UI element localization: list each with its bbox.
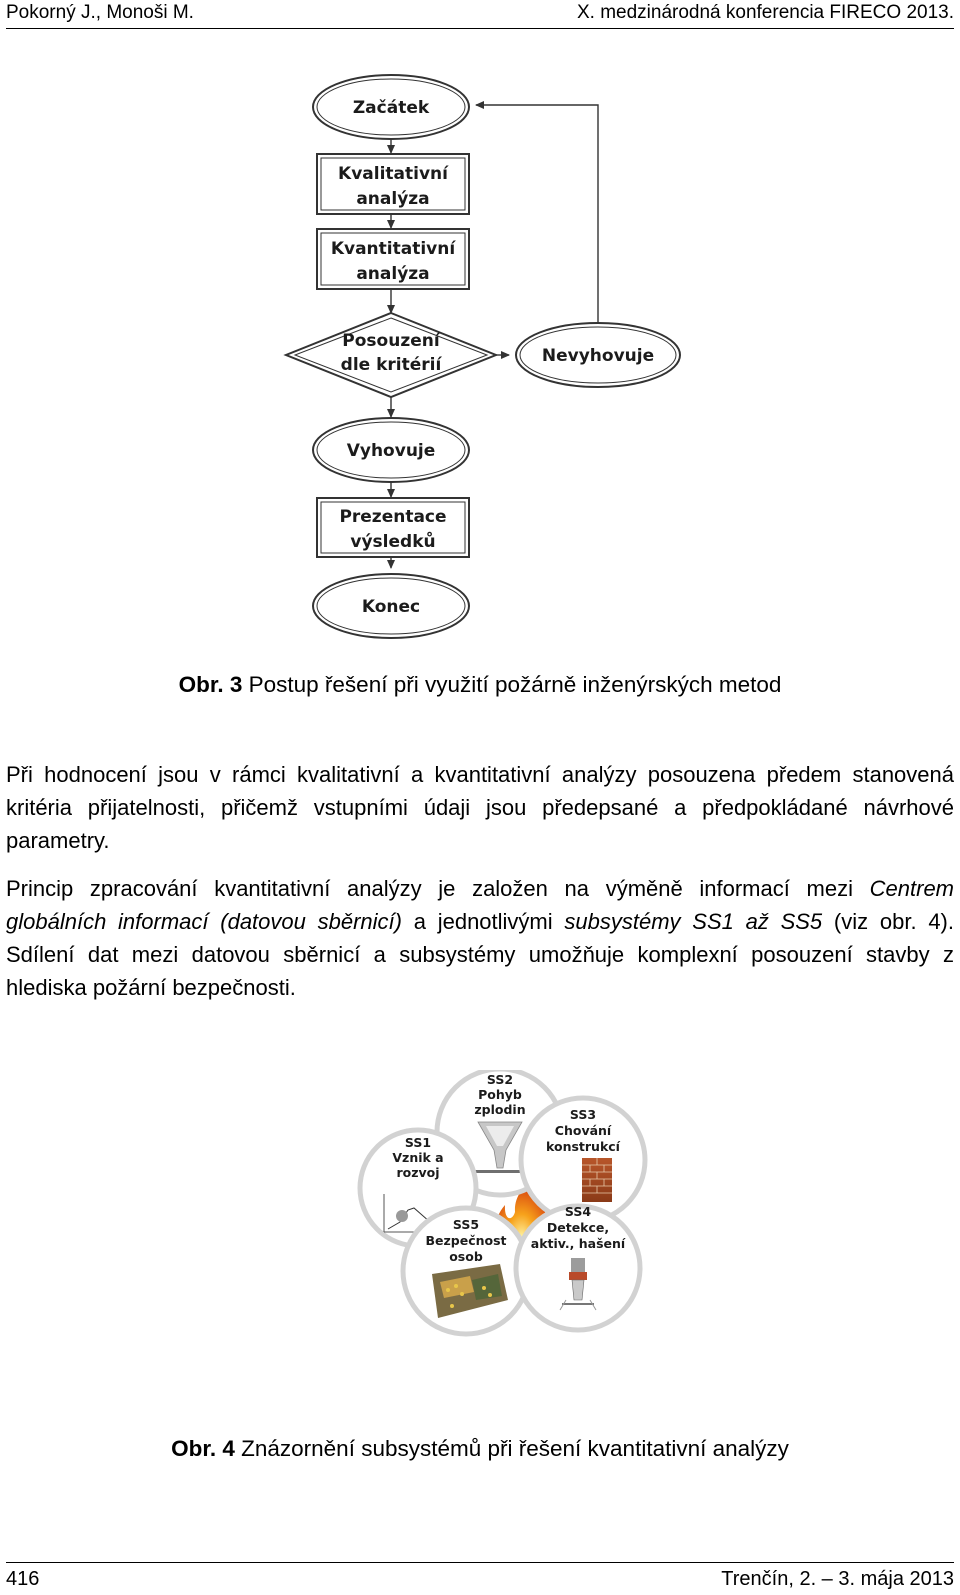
flowchart-present-results: Prezentace výsledků (316, 497, 470, 558)
svg-text:SS5: SS5 (453, 1217, 479, 1232)
page-number: 416 (6, 1568, 40, 1590)
svg-text:Nevyhovuje: Nevyhovuje (542, 346, 654, 366)
figure4-caption: Obr. 4 Znázornění subsystémů při řešení … (0, 1436, 960, 1462)
svg-text:Chování: Chování (555, 1123, 612, 1138)
smoke-icon (474, 1121, 526, 1173)
svg-text:Kvantitativní: Kvantitativní (331, 239, 457, 259)
svg-text:SS2: SS2 (487, 1072, 513, 1087)
flowchart: Začátek Kvalitativní analýza Kvantitativ… (283, 74, 681, 639)
subsystem-ss4: SS4 Detekce, aktiv., hašení (513, 1203, 643, 1333)
flowchart-pass: Vyhovuje (312, 417, 470, 483)
header-authors: Pokorný J., Monoši M. (6, 2, 194, 23)
figure4-label: Obr. 4 (171, 1436, 235, 1461)
subsystem-ss3: SS3 Chování konstrukcí (518, 1095, 648, 1225)
flowchart-decision: Posouzení dle kritérií (283, 311, 499, 399)
svg-text:Pohyb: Pohyb (478, 1087, 522, 1102)
svg-text:Detekce,: Detekce, (547, 1220, 609, 1235)
flowchart-end: Konec (312, 573, 470, 639)
footer-place-date: Trenčín, 2. – 3. mája 2013 (721, 1568, 954, 1590)
figure3-label: Obr. 3 (178, 672, 243, 697)
flowchart-connectors (387, 101, 599, 569)
svg-text:Vznik a: Vznik a (392, 1150, 443, 1165)
flowchart-qualitative-analysis: Kvalitativní analýza (316, 153, 470, 215)
evacuation-model-icon (432, 1264, 508, 1318)
svg-text:Kvalitativní: Kvalitativní (338, 164, 449, 184)
svg-text:SS1: SS1 (405, 1135, 431, 1150)
svg-text:Prezentace: Prezentace (339, 507, 446, 527)
header-conference: X. medzinárodná konferencia FIRECO 2013. (576, 2, 954, 23)
paragraph-1: Při hodnocení jsou v rámci kvalitativní … (6, 762, 954, 853)
svg-text:analýza: analýza (356, 264, 429, 284)
svg-text:SS3: SS3 (570, 1107, 596, 1122)
subsystem-ss5: SS5 Bezpečnost osob (400, 1205, 532, 1337)
svg-text:Vyhovuje: Vyhovuje (347, 441, 436, 461)
svg-text:Bezpečnost: Bezpečnost (425, 1233, 506, 1248)
svg-text:dle kritérií: dle kritérií (341, 355, 443, 375)
sprinkler-icon (559, 1258, 597, 1311)
svg-text:SS4: SS4 (565, 1204, 591, 1219)
svg-text:výsledků: výsledků (350, 530, 435, 552)
svg-text:rozvoj: rozvoj (396, 1165, 439, 1180)
svg-text:analýza: analýza (356, 189, 429, 209)
svg-text:zplodin: zplodin (474, 1102, 525, 1117)
start-label: Začátek (353, 98, 430, 118)
flowchart-quantitative-analysis: Kvantitativní analýza (316, 228, 470, 290)
svg-text:konstrukcí: konstrukcí (546, 1139, 621, 1154)
page-header: Pokorný J., Monoši M. X. medzinárodná ko… (6, 0, 954, 29)
flowchart-start: Začátek (312, 74, 470, 140)
subsystems-figure: SS2 Pohyb zplodin SS1 Vznik a rozvoj SS3… (357, 1070, 648, 1337)
paragraph-2: Princip zpracování kvantitativní analýzy… (6, 876, 954, 1000)
figure3-text: Postup řešení při využití požárně inžený… (242, 672, 782, 697)
figure3-caption: Obr. 3 Postup řešení při využití požárně… (0, 672, 960, 698)
svg-text:osob: osob (449, 1249, 483, 1264)
svg-text:aktiv., hašení: aktiv., hašení (531, 1236, 626, 1251)
svg-text:Posouzení: Posouzení (342, 331, 441, 351)
brick-wall-icon (582, 1158, 612, 1202)
flowchart-fail: Nevyhovuje (515, 322, 681, 388)
page-footer: 416 Trenčín, 2. – 3. mája 2013 (6, 1562, 954, 1595)
svg-text:Konec: Konec (362, 597, 420, 617)
figure4-text: Znázornění subsystémů při řešení kvantit… (234, 1436, 789, 1461)
